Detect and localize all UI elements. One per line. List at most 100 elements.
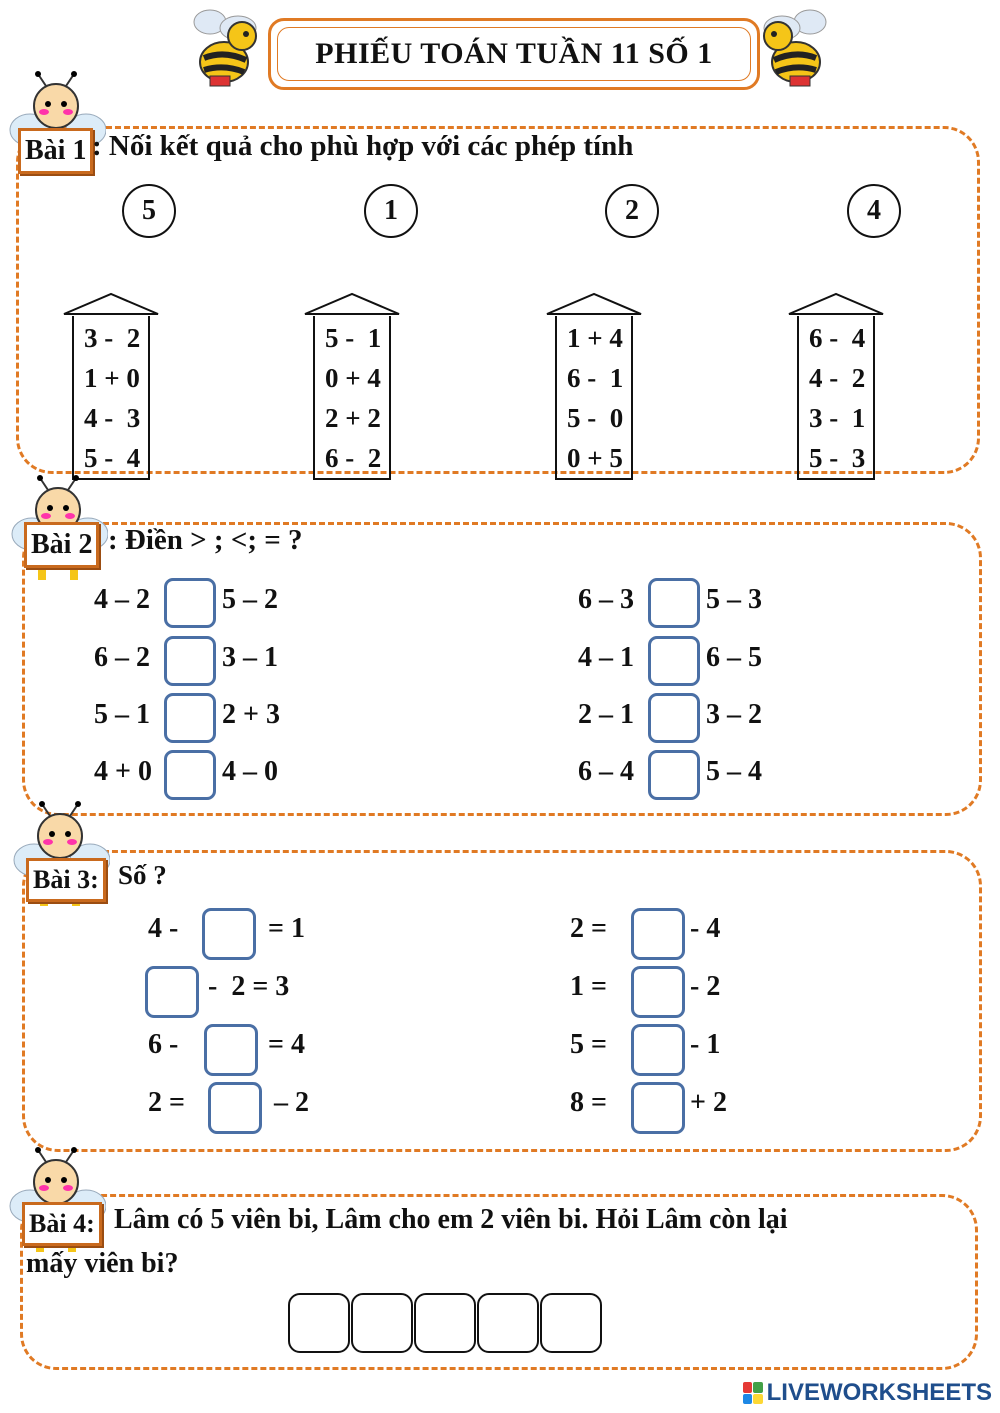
liveworksheets-logo: LIVEWORKSHEETS xyxy=(742,1379,992,1407)
expression: 3 - 1 xyxy=(809,403,866,433)
comparison-right: 3 – 1 xyxy=(222,642,278,673)
comparison-left: 6 – 3 xyxy=(578,584,634,615)
bai-2-label: Bài 2 xyxy=(24,522,100,568)
bai-2-instruction: : Điền > ; <; = ? xyxy=(108,524,303,556)
expression: 4 - 2 xyxy=(809,363,866,393)
equation-part: - 2 = 3 xyxy=(208,971,290,1002)
page-title: PHIẾU TOÁN TUẦN 11 SỐ 1 xyxy=(268,18,760,90)
equation-part: 4 - xyxy=(148,913,179,944)
equation-part: + 2 xyxy=(690,1087,727,1118)
section-bai-4 xyxy=(20,1194,978,1370)
bai-4-problem-line2: mấy viên bi? xyxy=(26,1248,179,1279)
equation-part: 2 = xyxy=(570,913,607,944)
comparison-right: 5 – 2 xyxy=(222,584,278,615)
expression: 3 - 2 xyxy=(84,323,141,353)
comparison-right: 4 – 0 xyxy=(222,756,278,787)
answer-box[interactable] xyxy=(208,1082,262,1134)
expression: 5 - 4 xyxy=(84,443,141,473)
comparison-left: 5 – 1 xyxy=(94,699,150,730)
bai-3-instruction: Số ? xyxy=(118,860,167,890)
bee-icon-left xyxy=(193,9,257,87)
answer-box[interactable] xyxy=(414,1293,476,1353)
expression: 1 + 0 xyxy=(84,363,140,393)
equation-part: - 4 xyxy=(690,913,721,944)
bai-4-problem-line1: Lâm có 5 viên bi, Lâm cho em 2 viên bi. … xyxy=(114,1204,788,1235)
expression: 6 - 2 xyxy=(325,443,382,473)
equation-part: – 2 xyxy=(274,1087,309,1118)
answer-box[interactable] xyxy=(648,750,700,800)
answer-box[interactable] xyxy=(202,908,256,960)
equation-part: 1 = xyxy=(570,971,607,1002)
house-expressions-4[interactable]: 6 - 4 4 - 2 3 - 1 5 - 3 xyxy=(787,292,885,480)
equation-part: - 2 xyxy=(690,971,721,1002)
equation-part: - 1 xyxy=(690,1029,721,1060)
expression: 4 - 3 xyxy=(84,403,141,433)
roof-icon xyxy=(788,292,884,315)
house-expressions-1[interactable]: 3 - 2 1 + 0 4 - 3 5 - 4 xyxy=(62,292,160,480)
expression: 1 + 4 xyxy=(567,323,623,353)
roof-icon xyxy=(63,292,159,315)
equation-part: = 1 xyxy=(268,913,305,944)
equation-part: = 4 xyxy=(268,1029,305,1060)
equation-part: 6 - xyxy=(148,1029,179,1060)
house-expressions-2[interactable]: 5 - 1 0 + 4 2 + 2 6 - 2 xyxy=(303,292,401,480)
comparison-right: 6 – 5 xyxy=(706,642,762,673)
bai-1-label: Bài 1 xyxy=(18,128,94,174)
comparison-right: 5 – 3 xyxy=(706,584,762,615)
bai-1-instruction: : Nối kết quả cho phù hợp với các phép t… xyxy=(92,130,634,162)
answer-box[interactable] xyxy=(164,693,216,743)
bai-4-label: Bài 4: xyxy=(22,1202,102,1246)
comparison-left: 4 – 2 xyxy=(94,584,150,615)
equation-part: 8 = xyxy=(570,1087,607,1118)
answer-box[interactable] xyxy=(477,1293,539,1353)
liveworksheets-icon xyxy=(742,1382,763,1404)
answer-box[interactable] xyxy=(351,1293,413,1353)
answer-box[interactable] xyxy=(631,908,685,960)
comparison-left: 2 – 1 xyxy=(578,699,634,730)
comparison-left: 6 – 2 xyxy=(94,642,150,673)
result-circle[interactable]: 2 xyxy=(605,184,659,238)
equation-part: 5 = xyxy=(570,1029,607,1060)
result-circle[interactable]: 1 xyxy=(364,184,418,238)
answer-box[interactable] xyxy=(164,578,216,628)
answer-box[interactable] xyxy=(288,1293,350,1353)
answer-box[interactable] xyxy=(204,1024,258,1076)
section-bai-3 xyxy=(22,850,982,1152)
answer-box[interactable] xyxy=(631,966,685,1018)
bee-mascot-icon xyxy=(9,71,106,176)
expression: 0 + 4 xyxy=(325,363,381,393)
equation-part: 2 = xyxy=(148,1087,185,1118)
comparison-right: 3 – 2 xyxy=(706,699,762,730)
brand-name: LIVEWORKSHEETS xyxy=(766,1379,992,1406)
answer-box[interactable] xyxy=(631,1082,685,1134)
roof-icon xyxy=(304,292,400,315)
answer-box[interactable] xyxy=(648,693,700,743)
result-circle[interactable]: 5 xyxy=(122,184,176,238)
house-expressions-3[interactable]: 1 + 4 6 - 1 5 - 0 0 + 5 xyxy=(545,292,643,480)
result-circle[interactable]: 4 xyxy=(847,184,901,238)
bai-3-label: Bài 3: xyxy=(26,858,106,902)
comparison-left: 6 – 4 xyxy=(578,756,634,787)
comparison-left: 4 + 0 xyxy=(94,756,152,787)
expression: 6 - 4 xyxy=(809,323,866,353)
answer-box[interactable] xyxy=(648,636,700,686)
answer-box[interactable] xyxy=(164,636,216,686)
answer-box[interactable] xyxy=(631,1024,685,1076)
bee-icon-right xyxy=(763,9,827,87)
answer-box[interactable] xyxy=(145,966,199,1018)
comparison-left: 4 – 1 xyxy=(578,642,634,673)
expression: 5 - 0 xyxy=(567,403,624,433)
expression: 6 - 1 xyxy=(567,363,624,393)
answer-box[interactable] xyxy=(540,1293,602,1353)
answer-box[interactable] xyxy=(164,750,216,800)
expression: 2 + 2 xyxy=(325,403,381,433)
roof-icon xyxy=(546,292,642,315)
expression: 5 - 3 xyxy=(809,443,866,473)
section-bai-2 xyxy=(22,522,982,816)
expression: 0 + 5 xyxy=(567,443,623,473)
expression: 5 - 1 xyxy=(325,323,382,353)
section-bai-1 xyxy=(16,126,980,474)
comparison-right: 5 – 4 xyxy=(706,756,762,787)
comparison-right: 2 + 3 xyxy=(222,699,280,730)
answer-box[interactable] xyxy=(648,578,700,628)
